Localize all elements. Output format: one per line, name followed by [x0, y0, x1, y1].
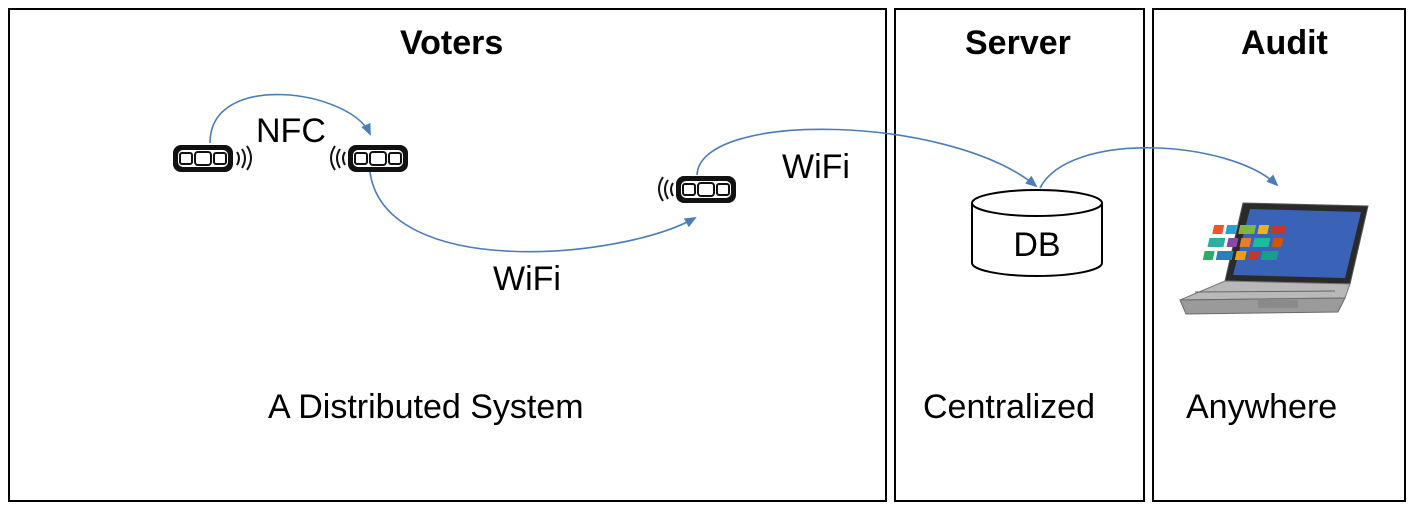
db-label: DB — [1013, 226, 1060, 264]
signal-wave-icon — [330, 145, 346, 171]
audit-title: Audit — [1241, 24, 1328, 62]
wifi-local-label: WiFi — [493, 260, 561, 298]
voting-device-icon — [348, 145, 408, 172]
wifi-server-arrow — [696, 128, 1038, 188]
voters-title: Voters — [400, 24, 504, 62]
signal-wave-icon — [236, 145, 252, 171]
nfc-label: NFC — [256, 112, 326, 150]
voters-panel — [8, 8, 887, 502]
wifi-local-arrow — [369, 171, 697, 253]
wifi-server-label: WiFi — [782, 148, 850, 186]
voting-device-icon — [676, 176, 736, 203]
server-title: Server — [965, 24, 1071, 62]
database-cylinder-icon — [971, 189, 1103, 277]
voting-device-icon — [173, 145, 233, 172]
audit-caption: Anywhere — [1186, 388, 1338, 426]
server-caption: Centralized — [923, 388, 1095, 426]
nfc-arrow — [209, 93, 371, 144]
signal-wave-icon — [658, 176, 674, 202]
voters-caption: A Distributed System — [268, 388, 584, 426]
db-to-laptop-arrow — [1039, 147, 1279, 189]
laptop-icon — [1179, 202, 1369, 315]
